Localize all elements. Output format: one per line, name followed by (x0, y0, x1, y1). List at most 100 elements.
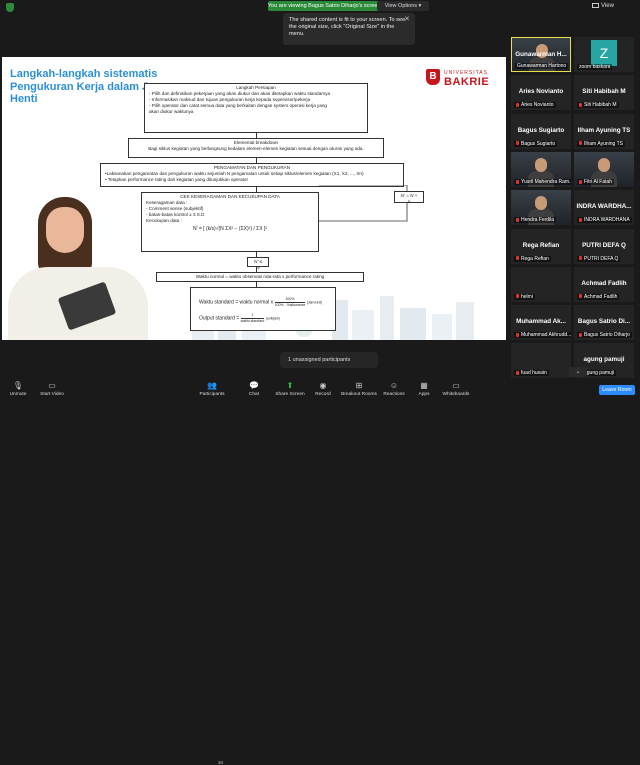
university-logo-icon: B (426, 69, 440, 85)
share-screen-icon: ⬆ (286, 381, 294, 390)
flow-text-line: • Tetapkan performance rating dari kegia… (105, 177, 248, 182)
flow-box-normal-time: Waktu normal = waktu observasi rata-rata… (156, 272, 364, 282)
share-screen-button[interactable]: ⬆ Share Screen (272, 381, 308, 399)
participant-label-text: Yusril Mahendra Ram... (521, 178, 571, 185)
unassigned-participants-notice[interactable]: 1 unassigned participants (280, 352, 378, 368)
participant-name: Bagus Satrio Di... (577, 318, 631, 326)
leave-room-button[interactable]: Leave Room (599, 385, 635, 395)
participant-label-text: agung pamuji (584, 370, 615, 377)
meeting-toolbar: 🎙Unmute ▭Start Video 👥Participants 34 💬C… (0, 380, 640, 765)
participant-label: Aries Novianto (514, 102, 556, 109)
muted-mic-icon (579, 102, 582, 107)
allowance-fraction: 100% 100% - %allowance (274, 297, 306, 307)
breakout-rooms-label: Breakout Rooms (341, 392, 377, 397)
record-button[interactable]: ◉Record (305, 381, 341, 399)
muted-mic-icon (516, 179, 519, 184)
slide-title: Langkah-langkah sistematis Pengukuran Ke… (10, 68, 165, 105)
participant-label: Bagus Satrio Diharjo (577, 332, 632, 339)
flow-box-preparation-heading: Langkah Persiapan (236, 85, 276, 90)
view-layout-button[interactable]: View (592, 2, 636, 11)
participant-tile[interactable]: INDRA WARDHA...INDRA WARDHANA (574, 190, 634, 226)
tooltip-close-icon[interactable]: ✕ (404, 16, 410, 23)
logo-text-universitas: UNIVERSITAS (444, 70, 488, 76)
participant-label: PUTRI DEFA Q (577, 255, 621, 262)
flow-box-breakdown-heading: Elemental breakdown (233, 140, 279, 145)
breakout-rooms-button[interactable]: ⊞ Breakout Rooms (338, 381, 380, 399)
chat-label: Chat (248, 392, 260, 397)
muted-mic-icon (579, 217, 582, 222)
participant-name: Bagus Sugiarto (517, 126, 565, 134)
participant-face (598, 157, 610, 172)
flow-text-line: - Informasikan maksud dan tujuan penguku… (149, 97, 311, 102)
participant-name: Ilham Ayuning TS (577, 126, 631, 134)
participant-label: zoom baskara (577, 64, 613, 70)
standard-time-label: Waktu standard = waktu normal x (199, 299, 274, 306)
chat-button[interactable]: 💬Chat (236, 381, 272, 399)
participant-name: Rega Refian (522, 241, 560, 249)
participant-label-text: Gunawarman Hartono (517, 63, 567, 69)
unit-label: (Jam/unit) (306, 300, 323, 305)
whiteboard-icon: ▭ (452, 381, 460, 390)
participants-button[interactable]: 👥Participants (194, 381, 230, 399)
whiteboards-button[interactable]: ▭Whiteboards (438, 381, 474, 399)
participant-tile[interactable]: fuad husain (511, 343, 571, 379)
participant-tile[interactable]: Bagus Satrio Di... Bagus Satrio Diharjo (574, 305, 634, 341)
flow-decision-box: N' ≤ N (247, 257, 269, 270)
participant-tile[interactable]: Muhammad Ak... Muhammad Akhrudd... (511, 305, 571, 341)
reactions-button[interactable]: ☺Reactions (376, 381, 412, 399)
share-screen-label: Share Screen (275, 392, 305, 397)
participant-label-text: Bagus Satrio Diharjo (584, 332, 630, 339)
reactions-label: Reactions (383, 392, 405, 397)
start-video-label: Start Video (40, 392, 64, 397)
participant-tile[interactable]: helmi (511, 266, 571, 302)
output-fraction: 1 waktu standard (240, 313, 265, 323)
participant-label: Achmad Fadlih (577, 293, 620, 300)
participant-face (535, 157, 547, 172)
muted-mic-icon (579, 141, 582, 146)
participant-tile[interactable]: Yusril Mahendra Ram... (511, 151, 571, 187)
view-options-button[interactable]: View Options ▾ (377, 1, 429, 11)
participant-label: Rega Refian (514, 255, 551, 262)
record-label: Record (315, 392, 331, 397)
apps-button[interactable]: ▦Apps (406, 381, 442, 399)
participant-body (591, 170, 617, 187)
participant-label-text: Muhammad Akhrudd... (521, 332, 571, 339)
participant-label-text: Hendra Ferdila (521, 217, 555, 224)
participant-tile[interactable]: Gunawarman H...Gunawarman Hartono (511, 37, 571, 72)
viewing-screen-banner: You are viewing Bagus Satrio Diharjo's s… (268, 1, 380, 11)
gallery-scroll-down-icon[interactable]: ⌄ (569, 367, 587, 377)
participant-label-text: Siti Habibah M (584, 102, 617, 109)
unmute-button[interactable]: 🎙Unmute (0, 381, 36, 399)
participant-label-text: Rega Refian (521, 255, 549, 262)
participant-tile[interactable]: Fitri Al Fatah (574, 151, 634, 187)
fraction-numerator: 100% (274, 297, 306, 303)
participant-body (529, 57, 555, 71)
participant-label: helmi (514, 293, 535, 300)
muted-mic-icon (516, 332, 519, 337)
participant-name: Muhammad Ak... (516, 318, 566, 326)
breakout-rooms-icon: ⊞ (355, 381, 363, 390)
participant-tile[interactable]: Hendra Ferdila (511, 190, 571, 226)
participant-label: Yusril Mahendra Ram... (514, 178, 571, 185)
apps-icon: ▦ (420, 381, 428, 390)
participant-label-text: zoom baskara (579, 64, 611, 70)
video-off-icon: ▭ (48, 381, 56, 390)
grid-icon (592, 2, 599, 8)
muted-mic-icon (579, 256, 582, 261)
fraction-denominator: 100% - %allowance (274, 302, 306, 307)
security-shield-icon[interactable] (6, 3, 14, 12)
start-video-button[interactable]: ▭ Start Video (34, 381, 70, 399)
fraction-numerator: 1 (240, 313, 265, 319)
flow-box-standard-time: Waktu standard = waktu normal x 100% 100… (190, 287, 336, 331)
presenter-photo-face (46, 207, 84, 253)
participant-avatar: Z (591, 40, 617, 66)
flow-box-additional-observation: N' = N + n (394, 191, 424, 204)
